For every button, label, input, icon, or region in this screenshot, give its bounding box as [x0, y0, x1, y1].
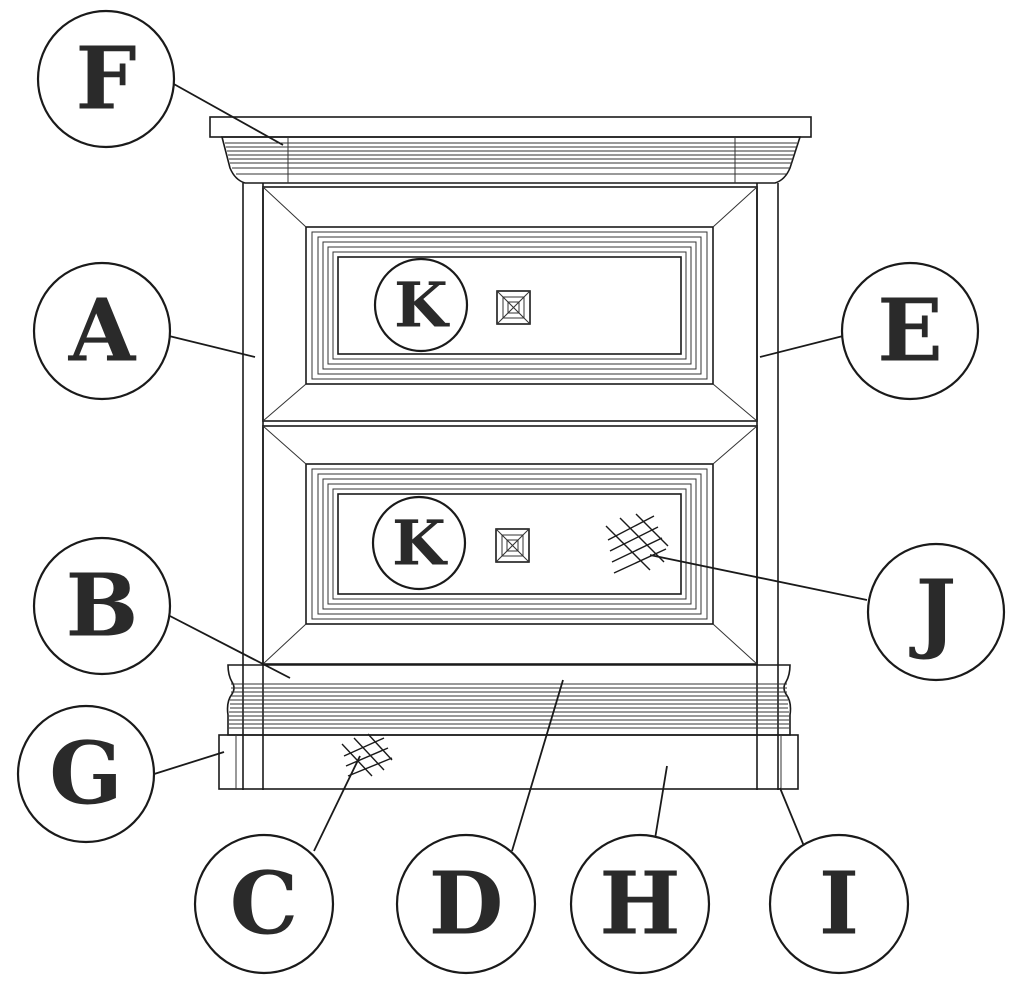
callout-k-bottom: K [371, 495, 467, 591]
callout-f: F [36, 9, 176, 149]
top-drawer-knob [496, 290, 531, 325]
base-molding [226, 664, 792, 736]
callout-label-k-bottom: K [392, 507, 448, 580]
callout-c: C [193, 833, 335, 975]
left-side-panel [242, 183, 264, 790]
bottom-drawer-knob [495, 528, 530, 563]
right-side-panel [756, 183, 779, 790]
hardware-mark-c [341, 733, 393, 777]
callout-b: B [32, 536, 172, 676]
callout-label-c: C [230, 854, 298, 955]
callout-label-i: I [819, 854, 859, 955]
callout-label-a: A [68, 281, 137, 382]
callout-label-e: E [877, 281, 943, 382]
callout-i: I [768, 833, 910, 975]
callout-g: G [16, 704, 156, 844]
callout-label-b: B [66, 556, 139, 657]
nightstand-top [209, 116, 812, 184]
callout-label-f: F [75, 29, 136, 130]
callout-label-h: H [599, 854, 680, 955]
callout-label-k-top: K [394, 269, 450, 342]
callout-k-top: K [373, 257, 469, 353]
callout-label-j: J [909, 562, 957, 663]
callout-j: J [866, 542, 1006, 682]
hardware-mark-j [605, 513, 669, 574]
callout-d: D [395, 833, 537, 975]
callout-h: H [569, 833, 711, 975]
callout-e: E [840, 261, 980, 401]
callout-label-d: D [429, 854, 504, 955]
top-drawer-front [262, 186, 758, 422]
callout-a: A [32, 261, 172, 401]
base-plinth [218, 734, 799, 790]
bottom-drawer-front [262, 425, 758, 665]
callout-label-g: G [49, 724, 122, 825]
